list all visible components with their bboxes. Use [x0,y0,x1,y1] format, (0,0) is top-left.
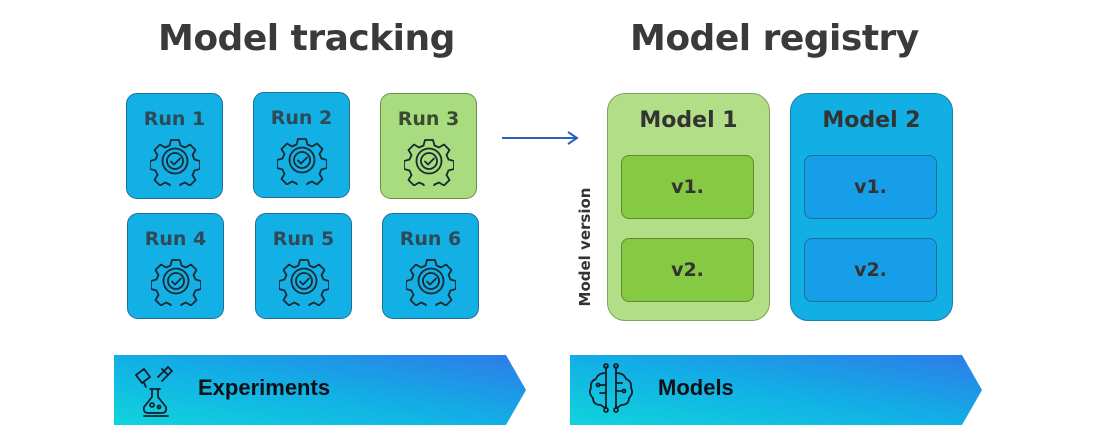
gear-check-icon [149,139,200,186]
run-label: Run 5 [272,228,335,250]
model-1-version-2[interactable]: v2. [621,238,754,302]
model-label: Model 1 [639,108,738,133]
run-label: Run 3 [397,108,460,130]
lab-flask-icon [135,366,173,417]
banner-arrow-shape [114,355,526,425]
run-card-4[interactable]: Run 4 [127,213,224,319]
run-card-3[interactable]: Run 3 [380,93,477,199]
models-label: Models [658,375,734,400]
gear-check-icon [403,139,454,186]
run-card-5[interactable]: Run 5 [255,213,352,319]
run-card-6[interactable]: Run 6 [382,213,479,319]
run-label: Run 2 [270,107,333,129]
models-banner: Models [570,355,982,425]
model-label: Model 2 [822,108,921,133]
gear-check-icon [278,259,329,306]
model-tracking-title: Model tracking [158,18,455,59]
model-card-2[interactable]: Model 2 v1. v2. [790,93,953,321]
model-1-version-1[interactable]: v1. [621,155,754,219]
run-label: Run 6 [399,228,462,250]
model-2-version-1[interactable]: v1. [804,155,937,219]
flow-arrow-icon [502,131,579,145]
ai-brain-circuit-icon [588,363,634,413]
model-2-version-2[interactable]: v2. [804,238,937,302]
run-card-1[interactable]: Run 1 [126,93,223,199]
experiments-banner: Experiments [114,355,526,425]
experiments-label: Experiments [198,375,331,400]
gear-check-icon [276,138,327,185]
gear-check-icon [150,259,201,306]
banner-arrow-shape [570,355,982,425]
run-card-2[interactable]: Run 2 [253,92,350,198]
run-label: Run 4 [144,228,207,250]
model-version-axis-label: Model version [576,187,594,307]
gear-check-icon [405,259,456,306]
model-registry-title: Model registry [630,18,919,59]
run-label: Run 1 [143,108,206,130]
model-card-1[interactable]: Model 1 v1. v2. [607,93,770,321]
